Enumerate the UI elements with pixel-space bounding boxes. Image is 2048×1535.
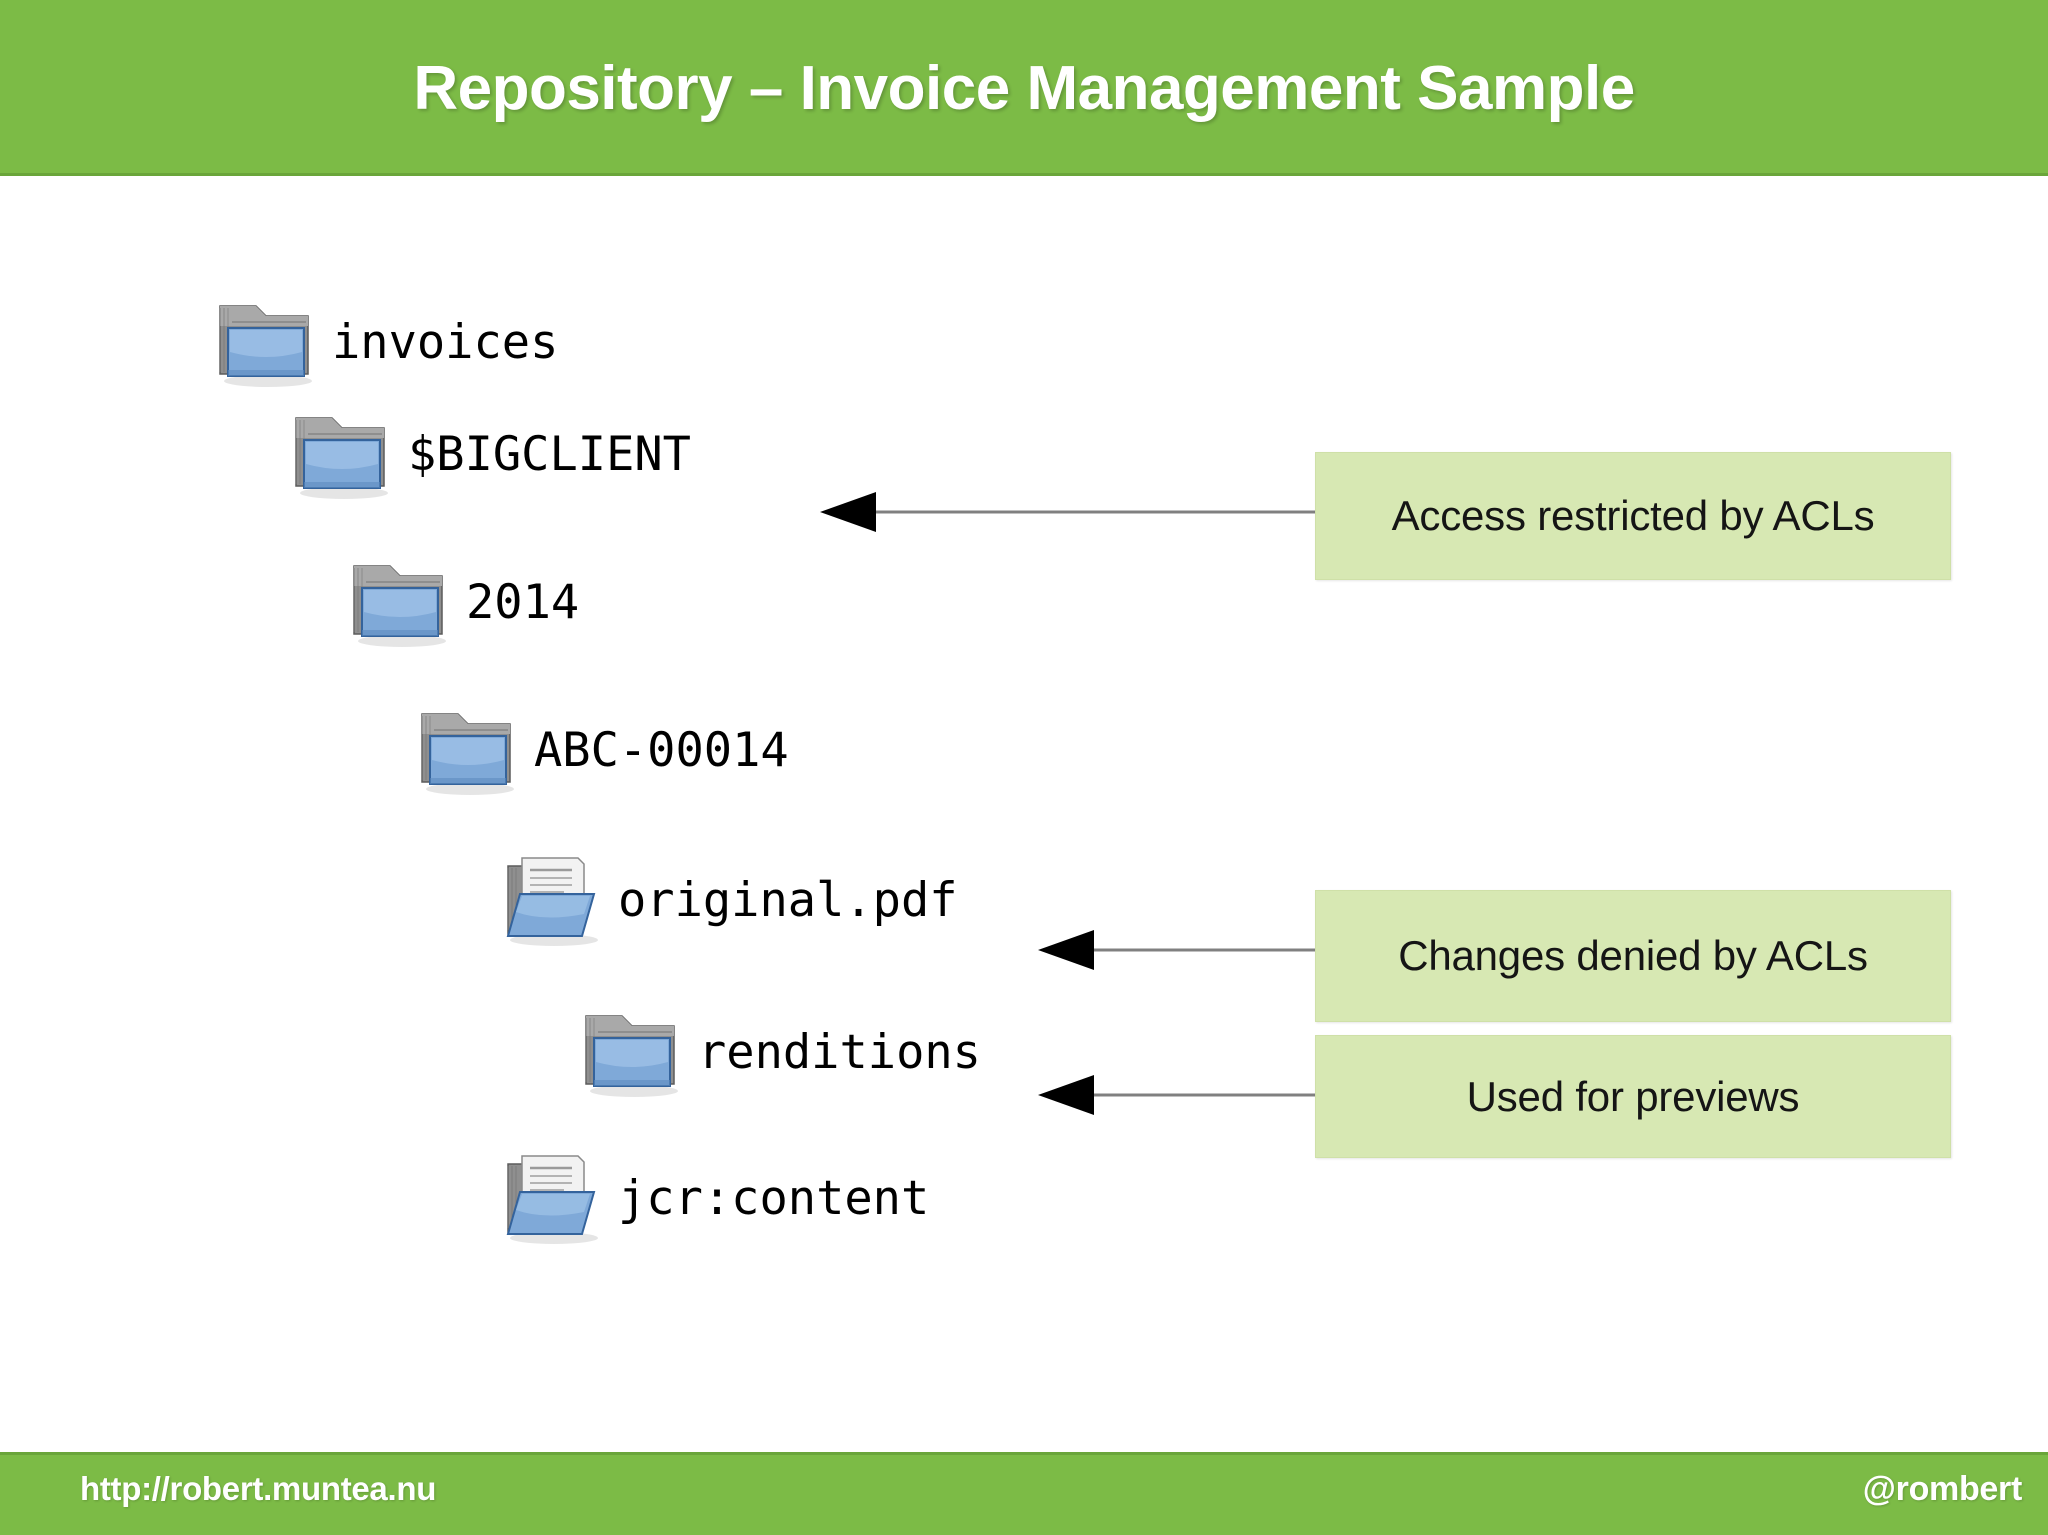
folder-icon [214, 296, 318, 388]
tree-node-label: renditions [698, 1024, 981, 1080]
tree-node-invoices[interactable]: invoices [214, 292, 558, 392]
tree-node-original-pdf[interactable]: original.pdf [500, 850, 958, 950]
header-bar [0, 0, 2048, 176]
folder-document-icon [500, 1152, 604, 1244]
callout-text: Changes denied by ACLs [1398, 932, 1868, 979]
tree-node-jcr-content[interactable]: jcr:content [500, 1148, 929, 1248]
footer-url[interactable]: http://robert.muntea.nu [80, 1470, 437, 1507]
tree-node-bigclient[interactable]: $BIGCLIENT [290, 404, 691, 504]
tree-node-2014[interactable]: 2014 [348, 552, 579, 652]
folder-icon [290, 408, 394, 500]
folder-document-icon [500, 854, 604, 946]
callout-arrow-access-restricted [820, 492, 1320, 532]
callout-text: Used for previews [1466, 1072, 1800, 1120]
callout-changes-denied: Changes denied by ACLs [1315, 890, 1951, 1022]
page-title: Repository – Invoice Management Sample [413, 53, 1635, 123]
footer-handle[interactable]: @rombert [1862, 1470, 2023, 1508]
tree-node-renditions[interactable]: renditions [580, 1002, 981, 1102]
callout-access-restricted: Access restricted by ACLs [1315, 452, 1951, 580]
tree-node-label: $BIGCLIENT [408, 426, 691, 482]
folder-icon [416, 704, 520, 796]
folder-icon [348, 556, 452, 648]
tree-node-label: ABC-00014 [534, 722, 789, 778]
tree-node-label: original.pdf [618, 872, 958, 928]
folder-icon [580, 1006, 684, 1098]
tree-node-label: 2014 [466, 574, 580, 630]
callout-used-for-previews: Used for previews [1315, 1035, 1951, 1158]
callout-text: Access restricted by ACLs [1391, 492, 1875, 539]
callout-arrow-changes-denied [1038, 930, 1320, 970]
tree-node-abc-00014[interactable]: ABC-00014 [416, 700, 789, 800]
callout-arrow-used-for-previews [1038, 1075, 1320, 1115]
footer-bar [0, 1452, 2048, 1535]
tree-node-label: invoices [332, 314, 559, 370]
tree-node-label: jcr:content [618, 1170, 930, 1226]
